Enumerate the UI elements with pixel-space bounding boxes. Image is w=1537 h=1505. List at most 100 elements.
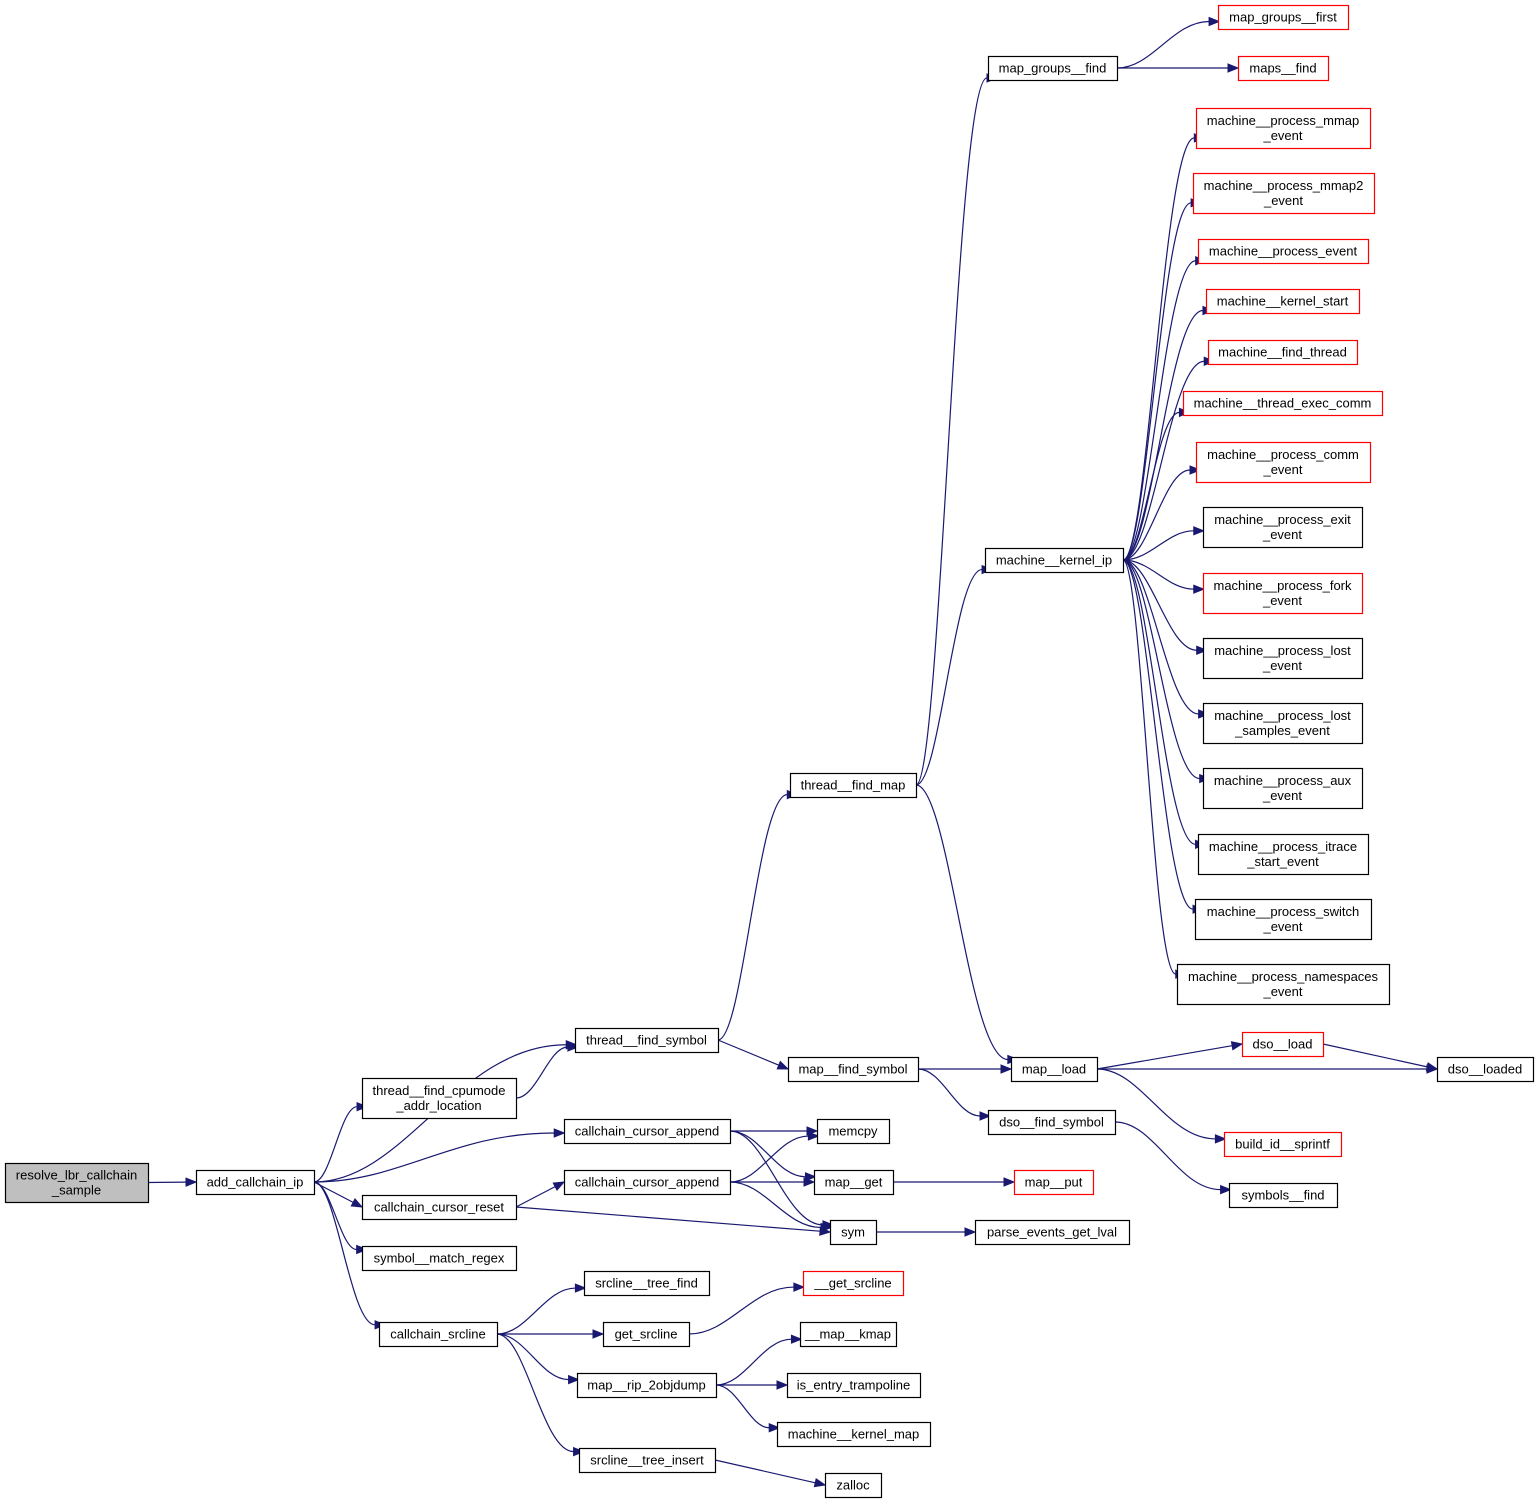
node-machine-thread-exec-comm[interactable]: machine__thread_exec_comm	[1182, 390, 1384, 417]
node-dso-loaded[interactable]: dso__loaded	[1436, 1056, 1535, 1083]
node-box[interactable]	[1197, 238, 1370, 265]
node-machine-process-aux-event[interactable]: machine__process_aux_event	[1202, 767, 1364, 810]
node-box[interactable]	[1228, 1182, 1339, 1209]
node-machine-process-switch-event[interactable]: machine__process_switch_event	[1194, 898, 1373, 941]
node-dso-find-symbol[interactable]: dso__find_symbol	[987, 1109, 1117, 1136]
node-box[interactable]	[824, 1472, 883, 1499]
node-map-groups-find[interactable]: map_groups__find	[987, 55, 1119, 82]
node-map-find-symbol[interactable]: map__find_symbol	[787, 1056, 920, 1083]
node-memcpy[interactable]: memcpy	[816, 1118, 891, 1145]
node-machine-kernel-ip[interactable]: machine__kernel_ip	[984, 547, 1125, 574]
node-symbol-match-regex[interactable]: symbol__match_regex	[361, 1245, 518, 1272]
node-machine-process-lost-event[interactable]: machine__process_lost_event	[1202, 637, 1364, 680]
node-box[interactable]	[1202, 702, 1364, 745]
node-box[interactable]	[802, 1270, 905, 1297]
node-zalloc[interactable]: zalloc	[824, 1472, 883, 1499]
node-box[interactable]	[1207, 339, 1359, 366]
node-box[interactable]	[576, 1372, 718, 1399]
node-map-kmap[interactable]: __map__kmap	[799, 1321, 898, 1348]
node-box[interactable]	[1237, 55, 1330, 82]
node-map-load[interactable]: map__load	[1010, 1056, 1099, 1083]
node-machine-process-lost-samples-event[interactable]: machine__process_lost_samples_event	[1202, 702, 1364, 745]
node-add-callchain-ip[interactable]: add_callchain_ip	[195, 1169, 316, 1196]
node-box[interactable]	[574, 1027, 720, 1054]
node-box[interactable]	[1194, 898, 1373, 941]
node-callchain-srcline[interactable]: callchain_srcline	[378, 1321, 499, 1348]
node-box[interactable]	[563, 1118, 732, 1145]
node-box[interactable]	[1195, 441, 1372, 484]
node-box[interactable]	[974, 1219, 1131, 1246]
node-box[interactable]	[1202, 506, 1364, 549]
node-machine-process-namespaces-event[interactable]: machine__process_namespaces_event	[1176, 963, 1391, 1006]
node-map-put[interactable]: map__put	[1013, 1169, 1095, 1196]
node-machine-process-mmap2-event[interactable]: machine__process_mmap2_event	[1192, 172, 1376, 215]
node-box[interactable]	[987, 1109, 1117, 1136]
node-box[interactable]	[1182, 390, 1384, 417]
node-machine-process-event[interactable]: machine__process_event	[1197, 238, 1370, 265]
node-box[interactable]	[1202, 637, 1364, 680]
node-sym[interactable]: sym	[829, 1219, 878, 1246]
node-get-srcline[interactable]: get_srcline	[602, 1321, 691, 1348]
node-is-entry-trampoline[interactable]: is_entry_trampoline	[786, 1372, 922, 1399]
node-box[interactable]	[829, 1219, 878, 1246]
node-machine-process-comm-event[interactable]: machine__process_comm_event	[1195, 441, 1372, 484]
node-box[interactable]	[1223, 1131, 1343, 1158]
node-maps-find[interactable]: maps__find	[1237, 55, 1330, 82]
node-callchain-cursor-append-2[interactable]: callchain_cursor_append	[563, 1169, 732, 1196]
node-box[interactable]	[1217, 4, 1350, 31]
node-machine-kernel-map[interactable]: machine__kernel_map	[776, 1421, 932, 1448]
node-box[interactable]	[1202, 572, 1364, 615]
node-machine-process-exit-event[interactable]: machine__process_exit_event	[1202, 506, 1364, 549]
node-box[interactable]	[195, 1169, 316, 1196]
node-box[interactable]	[787, 1056, 920, 1083]
node-box[interactable]	[563, 1169, 732, 1196]
node-box[interactable]	[1436, 1056, 1535, 1083]
node-box[interactable]	[1197, 833, 1370, 876]
node-box[interactable]	[378, 1321, 499, 1348]
node-box[interactable]	[816, 1118, 891, 1145]
node-thread-find-symbol[interactable]: thread__find_symbol	[574, 1027, 720, 1054]
node-box[interactable]	[789, 772, 918, 799]
node-thread-find-map[interactable]: thread__find_map	[789, 772, 918, 799]
node-box[interactable]	[1205, 288, 1361, 315]
node-machine-process-fork-event[interactable]: machine__process_fork_event	[1202, 572, 1364, 615]
node-box[interactable]	[361, 1245, 518, 1272]
node-dso-load[interactable]: dso__load	[1241, 1031, 1325, 1058]
node-get-srcline[interactable]: __get_srcline	[802, 1270, 905, 1297]
node-machine-process-mmap-event[interactable]: machine__process_mmap_event	[1195, 107, 1372, 150]
node-srcline-tree-find[interactable]: srcline__tree_find	[583, 1270, 711, 1297]
node-machine-find-thread[interactable]: machine__find_thread	[1207, 339, 1359, 366]
node-machine-process-itrace-start-event[interactable]: machine__process_itrace_start_event	[1197, 833, 1370, 876]
node-box[interactable]	[776, 1421, 932, 1448]
node-thread-find-cpumode-addr-location[interactable]: thread__find_cpumode_addr_location	[361, 1077, 518, 1120]
node-box[interactable]	[799, 1321, 898, 1348]
node-box[interactable]	[583, 1270, 711, 1297]
node-parse-events-get-lval[interactable]: parse_events_get_lval	[974, 1219, 1131, 1246]
node-box[interactable]	[786, 1372, 922, 1399]
node-box[interactable]	[361, 1077, 518, 1120]
node-box[interactable]	[4, 1162, 150, 1204]
node-callchain-cursor-append-1[interactable]: callchain_cursor_append	[563, 1118, 732, 1145]
node-box[interactable]	[1195, 107, 1372, 150]
node-box[interactable]	[602, 1321, 691, 1348]
node-box[interactable]	[813, 1169, 895, 1196]
node-box[interactable]	[1010, 1056, 1099, 1083]
node-map-get[interactable]: map__get	[813, 1169, 895, 1196]
node-build-id-sprintf[interactable]: build_id__sprintf	[1223, 1131, 1343, 1158]
node-machine-kernel-start[interactable]: machine__kernel_start	[1205, 288, 1361, 315]
node-callchain-cursor-reset[interactable]: callchain_cursor_reset	[361, 1194, 518, 1221]
node-box[interactable]	[1241, 1031, 1325, 1058]
node-srcline-tree-insert[interactable]: srcline__tree_insert	[578, 1447, 717, 1474]
node-box[interactable]	[987, 55, 1119, 82]
node-box[interactable]	[1013, 1169, 1095, 1196]
node-box[interactable]	[1176, 963, 1391, 1006]
node-resolve-lbr-callchain-sample[interactable]: resolve_lbr_callchain_sample	[4, 1162, 150, 1204]
node-box[interactable]	[578, 1447, 717, 1474]
node-box[interactable]	[984, 547, 1125, 574]
node-map-groups-first[interactable]: map_groups__first	[1217, 4, 1350, 31]
node-symbols-find[interactable]: symbols__find	[1228, 1182, 1339, 1209]
node-box[interactable]	[1192, 172, 1376, 215]
node-map-rip-2objdump[interactable]: map__rip_2objdump	[576, 1372, 718, 1399]
node-box[interactable]	[361, 1194, 518, 1221]
node-box[interactable]	[1202, 767, 1364, 810]
